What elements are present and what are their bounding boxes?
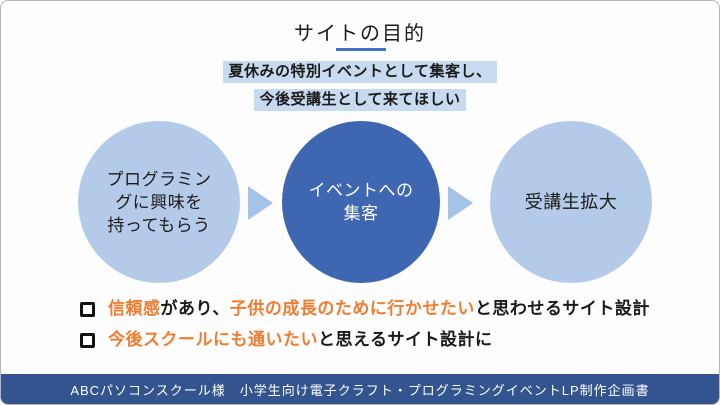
bullet-item: 信頼感があり、子供の成長のために行かせたいと思わせるサイト設計 bbox=[80, 298, 650, 320]
bullet-list: 信頼感があり、子供の成長のために行かせたいと思わせるサイト設計 今後スクールにも… bbox=[80, 298, 650, 360]
arrow-right-icon bbox=[248, 186, 273, 220]
subtitle-line: 今後受講生として来てほしい bbox=[1, 89, 719, 111]
bullet-segment: 今後スクールにも通いたい bbox=[108, 330, 318, 349]
arrow-right-icon bbox=[448, 186, 473, 220]
checkbox-icon bbox=[80, 302, 95, 317]
flow-step-event-circle: イベントへの 集客 bbox=[282, 121, 440, 283]
footer-text: ABCパソコンスクール様 小学生向け電子クラフト・プログラミングイベントLP制作… bbox=[70, 382, 650, 398]
bullet-item: 今後スクールにも通いたいと思えるサイト設計に bbox=[80, 329, 650, 351]
bullet-segment: 子供の成長のために行かせたい bbox=[229, 299, 475, 318]
bullet-segment: 信頼感 bbox=[108, 299, 161, 318]
subtitle-line: 夏休みの特別イベントとして集客し、 bbox=[1, 61, 719, 83]
bullet-segment: と思えるサイト設計に bbox=[318, 330, 493, 349]
footer-bar: ABCパソコンスクール様 小学生向け電子クラフト・プログラミングイベントLP制作… bbox=[1, 374, 719, 404]
checkbox-icon bbox=[80, 333, 95, 348]
subtitle-highlight: 今後受講生として来てほしい bbox=[254, 89, 466, 111]
title-underline bbox=[336, 48, 386, 51]
subtitle-highlight: 夏休みの特別イベントとして集客し、 bbox=[223, 61, 497, 83]
bullet-text: 今後スクールにも通いたいと思えるサイト設計に bbox=[108, 329, 493, 351]
bullet-segment: と思わせるサイト設計 bbox=[474, 299, 650, 318]
bullet-segment: があり、 bbox=[160, 299, 230, 318]
bullet-text: 信頼感があり、子供の成長のために行かせたいと思わせるサイト設計 bbox=[108, 298, 650, 320]
flow-step-expand-circle: 受講生拡大 bbox=[490, 121, 652, 283]
page-title: サイトの目的 bbox=[294, 23, 426, 45]
subtitle-block: 夏休みの特別イベントとして集客し、 今後受講生として来てほしい bbox=[1, 61, 719, 117]
flow-step-interest-circle: プログラミン グに興味を 持ってもらう bbox=[78, 121, 240, 283]
